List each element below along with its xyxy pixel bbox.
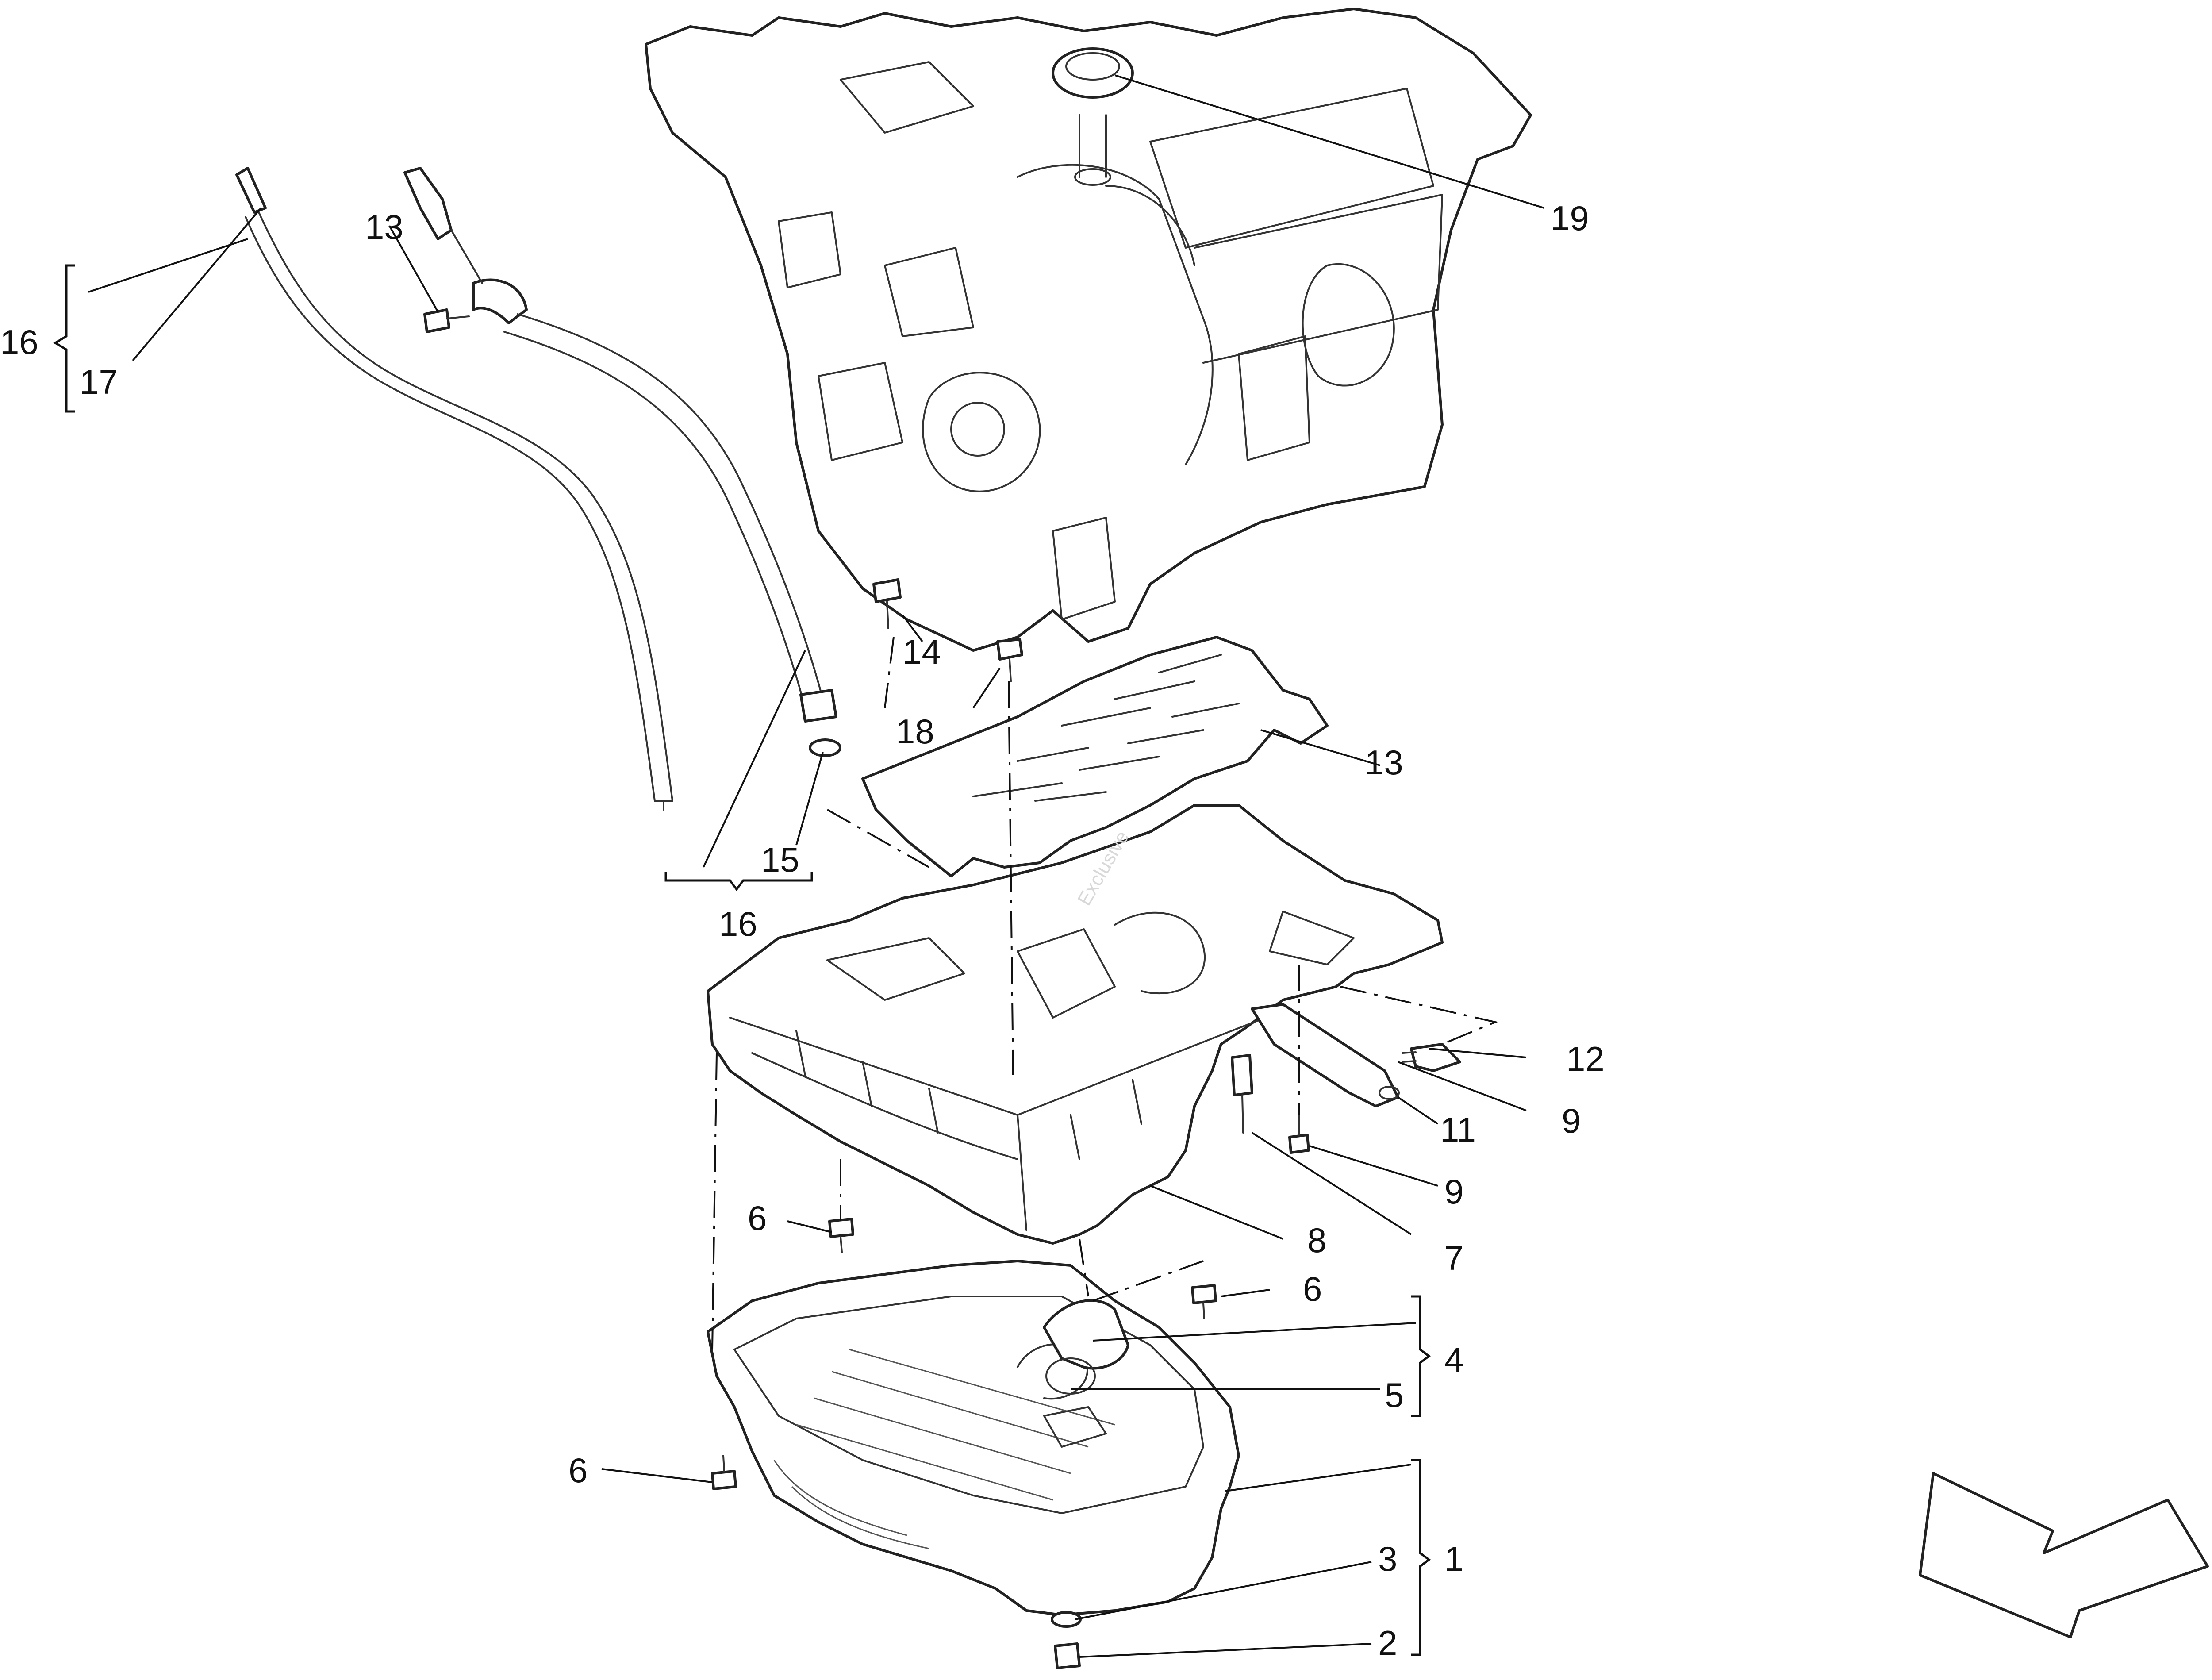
engine-block [645,8,1532,652]
bolt-18 [996,638,1023,682]
direction-arrow-icon [1919,1472,2209,1638]
callout-16: 16 [0,323,38,361]
bracket-group-16 [53,264,75,413]
callout-17: 17 [80,362,118,401]
bolt-13-lower [872,578,902,629]
callout-14: 15 [761,840,799,879]
oil-dipstick [235,167,673,811]
callout-7: 8 [1307,1221,1326,1260]
callout-labels: 19 13 16 17 14 18 13 15 16 12 9 11 9 6 8… [0,199,1605,1662]
bolt-6-right [1191,1284,1217,1319]
bolt-6-lower [711,1455,737,1490]
callout-15: 16 [719,904,757,943]
assembly-lines [711,637,1498,1350]
oil-filler-cap [1052,47,1134,186]
callout-6-lower: 6 [568,1451,588,1490]
callout-12: 13 [1365,743,1403,782]
callout-13-upper: 13 [365,208,403,246]
bolt-6-upper [828,1218,854,1253]
sensor-bracket [1251,1003,1400,1107]
callout-11: 12 [1566,1039,1605,1078]
callout-2: 2 [1378,1623,1397,1662]
bolt-9 [1288,1114,1310,1154]
callout-19: 19 [1551,199,1589,238]
bracket-group-4 [1411,1295,1431,1417]
oil-pickup [1043,1299,1129,1395]
dipstick-tube [403,167,841,757]
bracket-group-15 [664,872,813,892]
callout-10: 11 [1440,1110,1476,1149]
callout-8: 7 [1444,1238,1463,1277]
bracket-group-1 [1411,1459,1431,1656]
callout-18: 18 [896,712,934,751]
leader-lines [88,74,1544,1658]
callout-3: 3 [1378,1539,1397,1578]
gasket-plate [861,636,1329,877]
callout-1: 1 [1444,1539,1463,1578]
callout-9-lower: 9 [1444,1172,1463,1211]
callout-4: 4 [1444,1340,1463,1379]
callout-13-lower: 14 [902,632,941,671]
stud-8 [1231,1054,1253,1134]
oil-pan [707,1260,1240,1669]
oil-sump-upper [707,804,1444,1245]
bolt-13-upper [423,308,470,333]
callout-6-upper: 6 [748,1199,767,1238]
callout-6-right: 6 [1303,1269,1322,1308]
callout-9-upper: 9 [1562,1101,1581,1140]
callout-5: 5 [1385,1376,1404,1415]
